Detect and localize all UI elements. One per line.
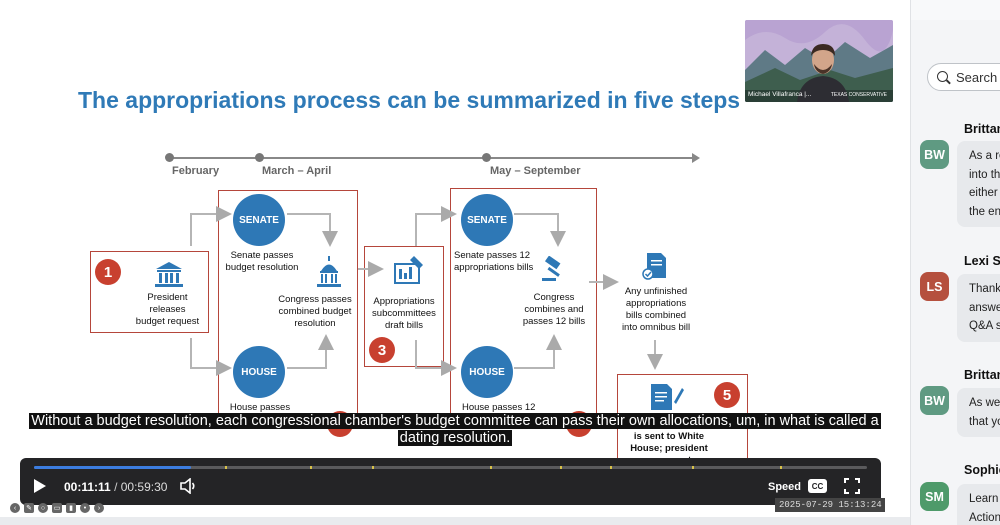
capitol-icon [317,256,341,287]
document-draft-icon [394,256,423,284]
avatar: SM [920,482,949,511]
cc-small-icon[interactable]: ▭ [52,503,62,513]
message-line: the en [969,205,1000,218]
timeline-arrowhead [692,153,700,163]
step1-badge: 1 [95,259,121,285]
message-line: Q&A s [969,320,1000,332]
search-icon [937,71,948,82]
chapter-marker [225,466,227,469]
search-box[interactable]: Search [927,63,1000,91]
message-author: Sophie [964,463,1000,477]
bottom-bar [0,517,910,525]
document-check-icon [642,253,666,280]
gavel-icon [542,256,561,281]
sign-document-icon [651,384,684,410]
current-time: 00:11:11 [64,480,111,494]
message-bubble: Learn Action [957,484,1000,525]
flow-arrows [190,206,663,376]
avatar: BW [920,386,949,415]
cc-button[interactable]: CC [808,479,827,493]
message-line: answe [969,301,1000,314]
chat-sidebar: Search Brittan BW As a re into th either… [910,0,1000,525]
chapter-marker [780,466,782,469]
timeline-label-may-september: May – September [490,165,581,177]
speaker-webcam: Michael Villafranca |... TEXAS CONSERVAT… [745,20,893,102]
house-circle: HOUSE [233,346,285,398]
message-line: Thank [969,283,1000,295]
back-icon[interactable]: ‹ [10,503,20,513]
message-bubble: As a re into th either the en [957,141,1000,227]
time-display: 00:11:11 / 00:59:30 [64,480,167,494]
speaker-name: Michael Villafranca |... [748,91,812,98]
house-bills-text: House passes 12 [462,402,536,413]
bookmark-icon[interactable]: ▮ [66,503,76,513]
time-separator: / [114,480,118,494]
message-bubble: As we that yo [957,388,1000,437]
slide-title: The appropriations process can be summar… [78,87,741,113]
message-author: Lexi S [964,254,1000,268]
chapter-marker [610,466,612,469]
chapter-marker [692,466,694,469]
step3-box [364,246,444,367]
caption-text: Without a budget resolution, each congre… [29,413,881,446]
chapter-marker [490,466,492,469]
step3-badge: 3 [369,337,395,363]
fullscreen-icon[interactable] [844,478,860,494]
step5-badge: 5 [714,382,740,408]
timeline-label-march-april: March – April [262,165,332,177]
timeline-dot [255,153,264,162]
house-circle-2: HOUSE [461,346,513,398]
progress-fill [34,466,191,469]
senate-circle-2: SENATE [461,194,513,246]
timeline-dot [165,153,174,162]
chapter-marker [372,466,374,469]
timeline-line [168,157,696,159]
webcam-video [745,20,893,102]
senate-circle: SENATE [233,194,285,246]
closed-caption: Without a budget resolution, each congre… [20,413,890,447]
pen-icon[interactable]: ✎ [24,503,34,513]
message-line: As we [969,397,1000,409]
volume-icon[interactable] [180,478,198,494]
play-button[interactable] [34,479,46,493]
message-line: Action [969,511,1000,524]
avatar: LS [920,272,949,301]
timeline-dot [482,153,491,162]
video-player-controls: 00:11:11 / 00:59:30 Speed CC [20,458,881,505]
progress-bar[interactable] [34,466,867,469]
message-line: either [969,187,998,199]
search-placeholder: Search [956,70,998,85]
house-budget-text: House passes [229,402,291,413]
message-line: As a re [969,150,1000,162]
total-time: 00:59:30 [120,480,168,494]
message-line: into th [969,168,1000,181]
recording-timestamp: 2025-07-29 15:13:24 [775,498,885,512]
message-author: Brittan [964,122,1000,136]
annotation-toolbar: ‹ ✎ ○ ▭ ▮ • › [10,503,104,515]
step1-box [90,251,209,333]
message-author: Brittan [964,368,1000,382]
search-icon[interactable]: ○ [38,503,48,513]
chapter-marker [310,466,312,469]
forward-icon[interactable]: › [94,503,104,513]
white-house-icon [155,262,183,287]
sidebar-header [911,0,1000,20]
more-icon[interactable]: • [80,503,90,513]
chapter-marker [560,466,562,469]
message-line: that yo [969,415,1000,428]
speed-button[interactable]: Speed [768,481,802,493]
avatar: BW [920,140,949,169]
webcam-logo: TEXAS CONSERVATIVE [830,92,887,98]
message-line: Learn [969,493,999,505]
message-bubble: Thank answe Q&A s [957,274,1000,342]
video-stage[interactable]: The appropriations process can be summar… [0,0,910,525]
timeline-label-february: February [172,165,220,177]
